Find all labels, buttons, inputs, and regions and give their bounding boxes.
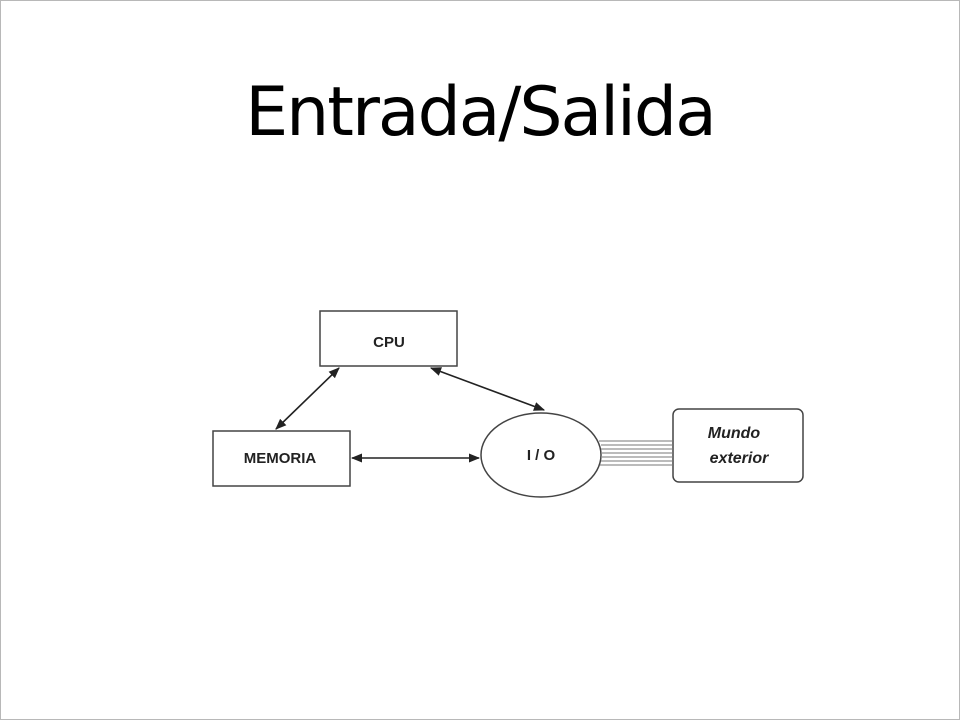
mundo-exterior-box: Mundo exterior bbox=[672, 408, 804, 483]
cpu-box: CPU bbox=[319, 310, 458, 367]
io-bus-lines bbox=[599, 440, 673, 466]
io-label: I / O bbox=[527, 447, 556, 464]
memoria-label: MEMORIA bbox=[244, 450, 317, 467]
slide-title: Entrada/Salida bbox=[245, 73, 717, 152]
memoria-box: MEMORIA bbox=[212, 430, 351, 487]
cpu-memoria-arrow bbox=[275, 367, 340, 430]
io-ellipse: I / O bbox=[480, 412, 602, 498]
cpu-label: CPU bbox=[373, 334, 405, 351]
mundo-label-line2: exterior bbox=[710, 450, 769, 467]
cpu-io-arrow bbox=[429, 367, 546, 411]
mundo-label-line1: Mundo bbox=[708, 425, 761, 442]
